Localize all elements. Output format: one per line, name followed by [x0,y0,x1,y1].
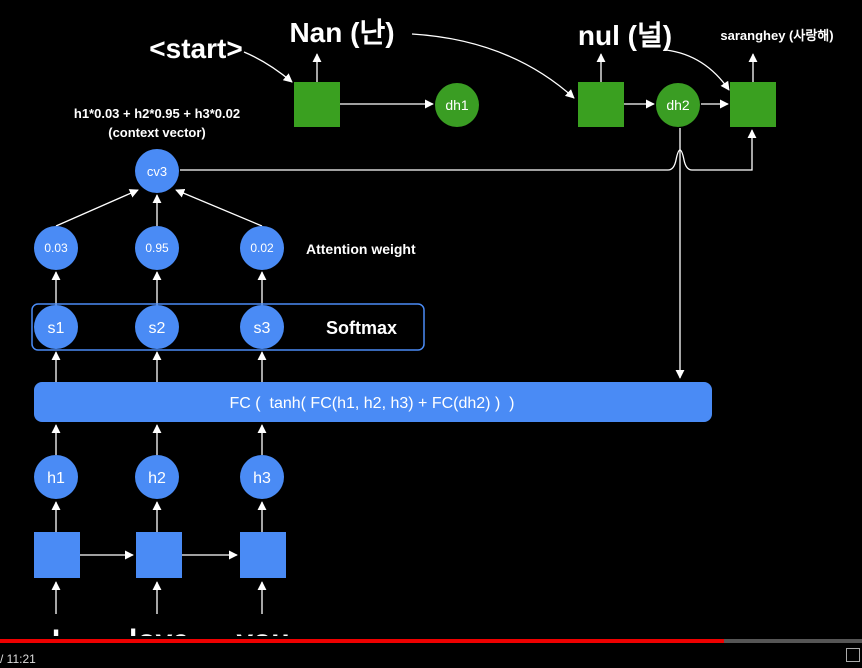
softmax-label: Softmax [326,318,397,338]
decoder-hidden-dh1-label: dh1 [445,97,469,113]
decoder-cell-3 [730,82,776,127]
decoder-token-start: <start> [149,33,242,64]
decoder-token-nul: nul (널) [578,20,672,51]
video-player-bar: / 11:21 [0,636,862,668]
attention-weight-3 [240,226,284,270]
fc-to-score-arrows [51,351,267,382]
fc-layer-bar [34,382,712,422]
encoder-cell-3 [240,532,286,578]
encoder-hidden-h1-label: h1 [47,470,65,487]
softmax-box [31,303,425,351]
attention-weight-label: Attention weight [306,241,416,257]
score-s3-label: s3 [254,320,271,337]
decoder-token-saranghey: saranghey (사랑해) [720,28,833,43]
decoder-token-nan: Nan (난) [289,17,394,48]
decoder-cell-1 [294,82,340,127]
input-word-1: I [52,624,60,636]
encoder-cell-1 [34,532,80,578]
decoder-hidden-dh2-label: dh2 [666,97,690,113]
attention-diagram: <start> Nan (난) nul (널) saranghey (사랑해) … [31,17,834,636]
attention-weight-2-label: 0.95 [145,241,169,255]
encoder-cell-2 [136,532,182,578]
word-to-cell-arrows [51,581,267,614]
context-caption: (context vector) [108,125,206,140]
encoder-hidden-h3-label: h3 [253,470,271,487]
input-word-2: love [129,624,189,636]
hidden-to-fc-arrows [51,424,267,455]
attention-weight-3-label: 0.02 [250,241,274,255]
decoder-cell-2 [578,82,624,127]
decoder-arrows [180,33,758,379]
encoder-hidden-h2 [135,455,179,499]
context-formula: h1*0.03 + h2*0.95 + h3*0.02 [74,106,240,121]
score-s1-label: s1 [48,320,65,337]
progress-fill [0,639,725,643]
fullscreen-icon[interactable] [846,648,860,662]
score-s2 [135,305,179,349]
encoder-hidden-h2-label: h2 [148,470,166,487]
score-s2-label: s2 [149,320,166,337]
context-vector-node [135,149,179,193]
context-vector-label: cv3 [147,164,167,179]
encoder-hidden-h1 [34,455,78,499]
fc-layer-label: FC ( tanh( FC(h1, h2, h3) + FC(dh2) ) ) [230,395,515,412]
attention-weight-2 [135,226,179,270]
input-word-3: you [236,624,289,636]
cell-to-hidden-arrows [51,501,267,532]
score-to-weight-arrows [51,271,267,306]
decoder-hidden-dh1 [435,83,479,127]
weight-to-context-arrows [55,188,263,227]
attention-weight-1 [34,226,78,270]
score-s1 [34,305,78,349]
attention-weight-1-label: 0.03 [44,241,68,255]
decoder-hidden-dh2 [656,83,700,127]
progress-track[interactable] [0,639,862,643]
score-s3 [240,305,284,349]
encoder-hidden-h3 [240,455,284,499]
video-time: / 11:21 [0,652,36,666]
